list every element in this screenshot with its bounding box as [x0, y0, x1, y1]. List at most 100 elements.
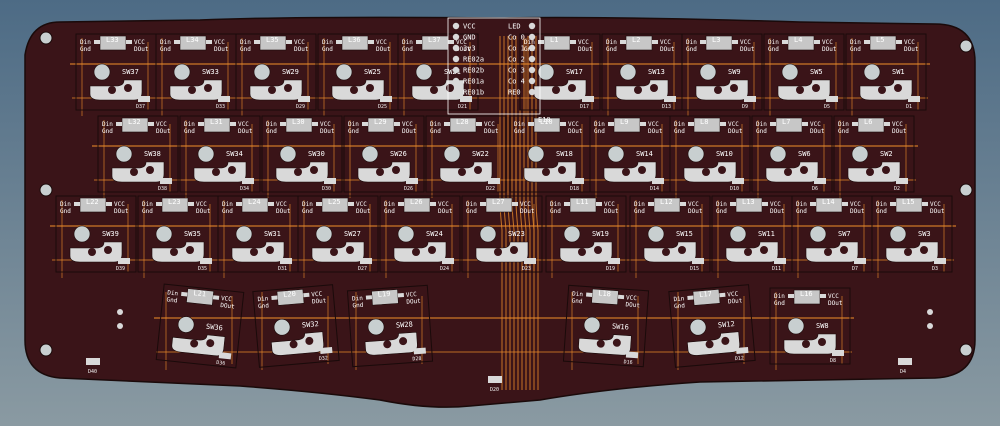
led-pin-gnd: Gnd — [142, 208, 153, 215]
mounting-hole — [959, 39, 973, 53]
led-pad — [398, 202, 404, 206]
socket-hole — [206, 339, 215, 348]
led-pin-dout: DOut — [438, 208, 453, 215]
diode-body — [218, 352, 232, 360]
socket-hole — [612, 338, 621, 347]
led-pin-dout: DOut — [850, 208, 865, 215]
key-courtyard — [751, 115, 833, 193]
diode-body — [814, 178, 826, 184]
led-pin-dout: DOut — [214, 46, 229, 53]
switch-centre-hole — [583, 316, 601, 334]
led-pin-dout: DOut — [406, 298, 421, 306]
key-courtyard — [769, 287, 851, 365]
key-courtyard — [155, 283, 245, 369]
socket-hole — [124, 84, 132, 92]
led-pad — [890, 202, 896, 206]
led-pad — [896, 40, 902, 44]
diode-body — [524, 258, 536, 264]
switch-centre-hole — [781, 63, 799, 81]
switch-reference: SW28 — [396, 320, 413, 329]
key-courtyard — [379, 195, 461, 273]
led-pin-din: Din — [60, 201, 71, 208]
switch-centre-hole — [729, 225, 747, 243]
diode-body — [826, 96, 838, 102]
socket-hole — [678, 246, 686, 254]
switch-centre-hole — [397, 225, 415, 243]
led-pin-dout: DOut — [828, 300, 843, 307]
socket-hole — [330, 248, 338, 256]
socket-hole — [568, 84, 576, 92]
led-pin-din: Din — [348, 121, 359, 128]
diode-body — [692, 258, 704, 264]
socket-hole — [350, 86, 358, 94]
switch-centre-hole — [889, 225, 907, 243]
diode-body — [582, 96, 594, 102]
led-pin-din: Din — [184, 121, 195, 128]
mcu-pin-pad — [528, 55, 536, 63]
diode-reference: D36 — [216, 360, 226, 367]
led-pin-dout: DOut — [356, 208, 371, 215]
led-pin-din: Din — [572, 291, 584, 299]
diode-body — [608, 258, 620, 264]
socket-hole — [878, 86, 886, 94]
led-reference: L28 — [456, 118, 469, 126]
switch-centre-hole — [863, 63, 881, 81]
led-pad — [156, 202, 162, 206]
switch-reference: SW34 — [226, 150, 243, 158]
socket-hole — [650, 84, 658, 92]
led-pin-dout: DOut — [770, 208, 785, 215]
socket-hole — [622, 168, 630, 176]
switch-reference: SW38 — [144, 150, 161, 158]
led-pad — [782, 40, 788, 44]
switch-reference: SW24 — [426, 230, 443, 238]
led-pin-dout: DOut — [648, 128, 663, 135]
diode-reference: D7 — [852, 266, 858, 272]
diode-body — [832, 350, 844, 356]
led-pad — [732, 40, 738, 44]
key-courtyard — [545, 195, 627, 273]
diode-reference: D37 — [136, 104, 145, 110]
switch-reference: SW25 — [364, 68, 381, 76]
bus-trace — [527, 36, 531, 390]
led-pad — [596, 202, 602, 206]
socket-hole — [662, 248, 670, 256]
led-pin-vcc: VCC — [810, 121, 821, 128]
diode-body — [736, 346, 749, 354]
socket-hole — [130, 168, 138, 176]
diode-body — [380, 96, 392, 102]
led-pin-gnd: Gnd — [80, 46, 91, 53]
led-pin-din: Din — [402, 39, 413, 46]
led-pin-din: Din — [222, 201, 233, 208]
led-pin-din: Din — [167, 289, 179, 297]
led-pad — [586, 292, 593, 297]
socket-hole — [228, 166, 236, 174]
bus-trace — [515, 36, 519, 390]
led-pin-din: Din — [756, 121, 767, 128]
diode-body — [86, 358, 100, 365]
led-pin-vcc: VCC — [294, 39, 305, 46]
led-pin-gnd: Gnd — [514, 128, 525, 135]
switch-reference: SW19 — [592, 230, 609, 238]
led-pin-vcc: VCC — [850, 201, 861, 208]
led-pin-gnd: Gnd — [402, 46, 413, 53]
led-pin-dout: DOut — [904, 46, 919, 53]
led-reference: L22 — [86, 198, 99, 206]
led-reference: L2 — [632, 36, 640, 44]
switch-centre-hole — [315, 225, 333, 243]
socket-hole — [800, 166, 808, 174]
socket-hole — [721, 336, 730, 345]
socket-hole — [510, 246, 518, 254]
led-pad — [512, 202, 518, 206]
switch-centre-hole — [335, 63, 353, 81]
diode-body — [138, 96, 150, 102]
led-pin-din: Din — [142, 201, 153, 208]
switch-centre-hole — [415, 63, 433, 81]
led-pad — [852, 122, 858, 126]
led-pin-din: Din — [102, 121, 113, 128]
key-courtyard — [346, 284, 434, 368]
led-pin-vcc: VCC — [438, 201, 449, 208]
